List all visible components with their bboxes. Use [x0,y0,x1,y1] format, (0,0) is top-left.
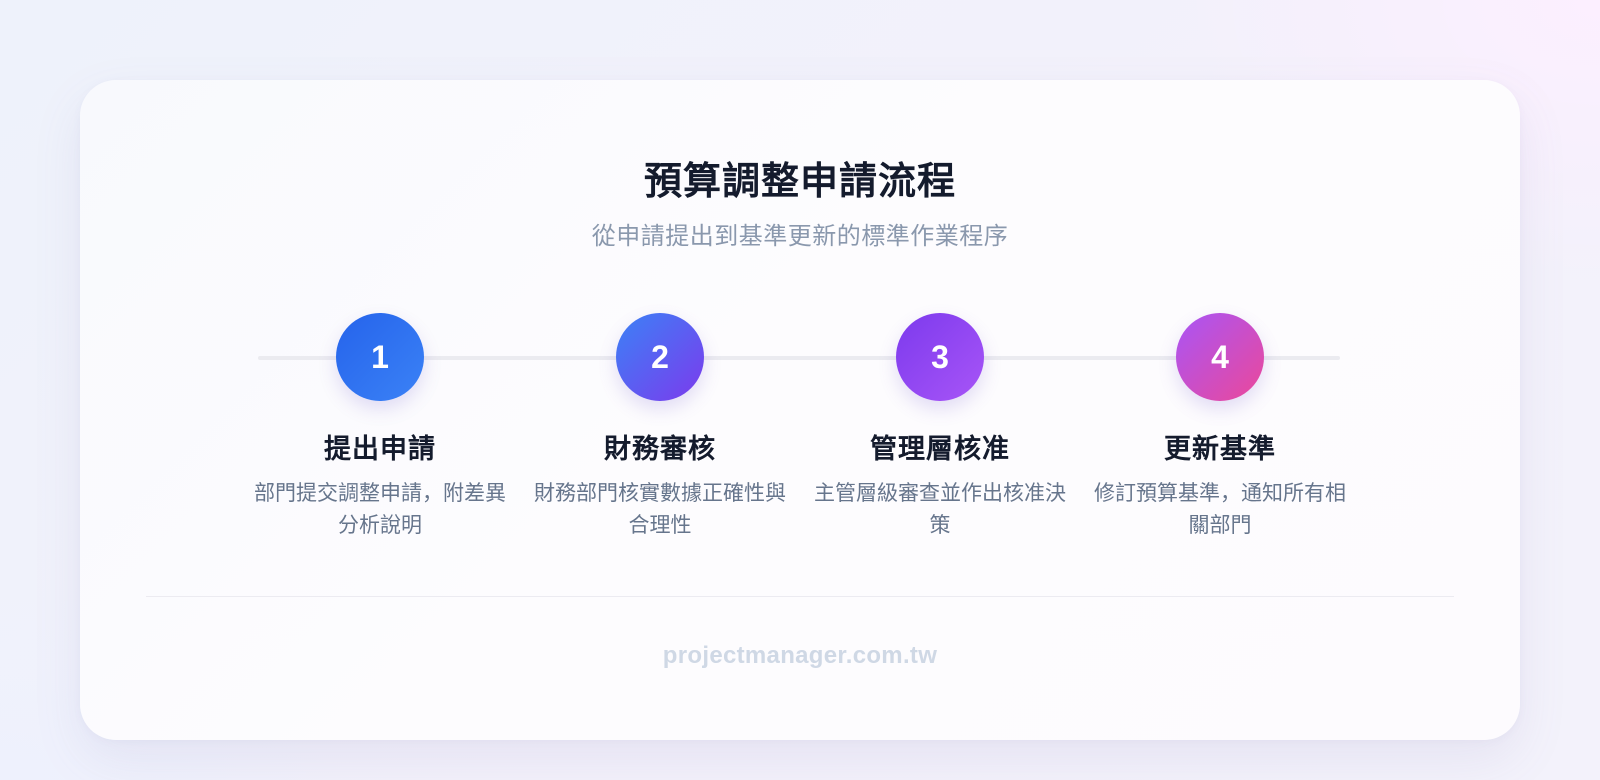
footer-divider [146,596,1454,597]
step-title: 財務審核 [604,434,716,464]
step-number-badge: 1 [336,313,424,401]
step-number-badge: 4 [1176,313,1264,401]
step-connector-line [258,356,1340,360]
step-description: 財務部門核實數據正確性與合理性 [534,482,786,537]
step-3: 3 管理層核准 主管層級審查並作出核准決策 [805,313,1075,542]
process-card: 預算調整申請流程 從申請提出到基準更新的標準作業程序 1 提出申請 部門提交調整… [80,80,1520,740]
step-title: 更新基準 [1164,434,1276,464]
step-description: 部門提交調整申請，附差異分析說明 [254,482,506,537]
footer-site-link: projectmanager.com.tw [662,642,938,669]
process-steps: 1 提出申請 部門提交調整申請，附差異分析說明 2 財務審核 財務部門核實數據正… [80,80,1520,740]
step-number: 1 [371,338,389,375]
step-number: 4 [1211,338,1229,375]
step-number-badge: 3 [896,313,984,401]
page-subtitle: 從申請提出到基準更新的標準作業程序 [591,223,1009,250]
step-title: 管理層核准 [870,434,1010,464]
step-2: 2 財務審核 財務部門核實數據正確性與合理性 [525,313,795,542]
step-number: 3 [931,338,949,375]
step-description: 修訂預算基準，通知所有相關部門 [1094,482,1346,537]
step-4: 4 更新基準 修訂預算基準，通知所有相關部門 [1085,313,1355,542]
step-description: 主管層級審查並作出核准決策 [814,482,1066,537]
step-title: 提出申請 [324,434,436,464]
step-1: 1 提出申請 部門提交調整申請，附差異分析說明 [245,313,515,542]
step-number-badge: 2 [616,313,704,401]
step-number: 2 [651,338,669,375]
page-title: 預算調整申請流程 [643,161,956,203]
